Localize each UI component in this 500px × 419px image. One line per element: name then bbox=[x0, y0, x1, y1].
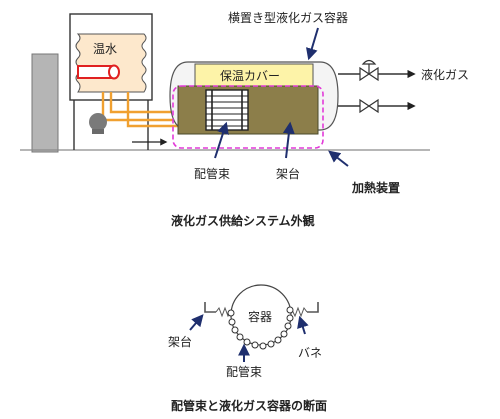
cs-spring-label: バネ bbox=[298, 346, 322, 360]
heating-device-label: 加熱装置 bbox=[351, 180, 400, 195]
hot-pipe-icon bbox=[77, 64, 120, 80]
container-label: 横置き型液化ガス容器 bbox=[228, 10, 348, 25]
pipe-bundle-pointer-arrow bbox=[214, 121, 229, 159]
top-caption: 液化ガス供給システム外観 bbox=[171, 213, 315, 228]
frame-label: 架台 bbox=[276, 166, 300, 181]
vessel-label: 容器 bbox=[248, 309, 272, 324]
pipe-bundle-ring bbox=[227, 306, 294, 350]
insulation-cover-label: 保温カバー bbox=[220, 69, 280, 83]
equipment-cabinet bbox=[31, 53, 59, 153]
cross-section-frame bbox=[204, 302, 319, 313]
pipe-bundle-label: 配管束 bbox=[194, 166, 230, 181]
spring-right-icon bbox=[291, 306, 308, 318]
container-pointer-arrow bbox=[306, 27, 319, 61]
frame-pointer-arrow bbox=[282, 121, 295, 159]
cs-spring-pointer-arrow bbox=[297, 315, 309, 335]
valve-lower-icon bbox=[359, 98, 379, 114]
bottom-caption: 配管束と液化ガス容器の断面 bbox=[171, 398, 327, 413]
pump-icon bbox=[89, 113, 107, 134]
heating-device-outline bbox=[172, 85, 324, 149]
cs-frame-pointer-arrow bbox=[189, 314, 204, 331]
hot-water-tank bbox=[69, 13, 153, 150]
cs-pipe-bundle-label: 配管束 bbox=[226, 364, 262, 379]
outlet-piping bbox=[338, 73, 360, 107]
valve-upper-icon bbox=[359, 59, 379, 82]
heating-device-pointer-arrow bbox=[328, 150, 349, 167]
pipe-bundle-icon bbox=[205, 89, 249, 131]
liquefied-gas-label: 液化ガス bbox=[421, 67, 469, 82]
cs-frame-label: 架台 bbox=[168, 334, 192, 349]
hot-water-label: 温水 bbox=[93, 42, 117, 56]
